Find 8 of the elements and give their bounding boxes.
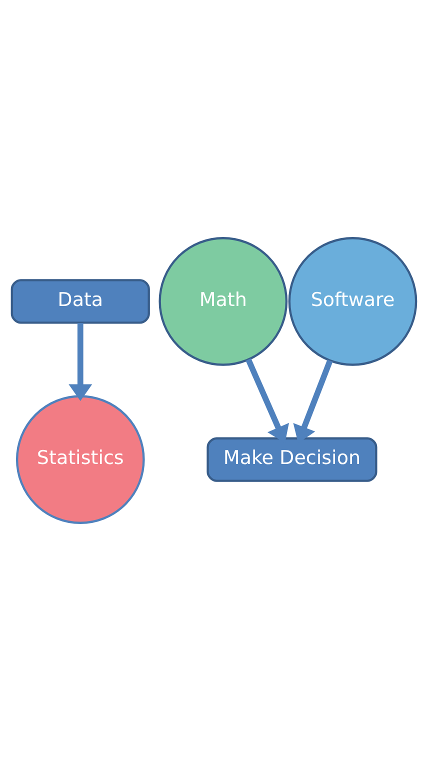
arrow: [245, 358, 289, 442]
node-circle: Statistics: [15, 394, 144, 524]
arrow: [292, 359, 332, 442]
arrow: [68, 322, 92, 401]
node-circle: Software: [288, 236, 417, 366]
node-circle: Math: [158, 236, 288, 366]
node-box: Data: [10, 278, 150, 324]
node-box: Make Decision: [206, 436, 377, 482]
